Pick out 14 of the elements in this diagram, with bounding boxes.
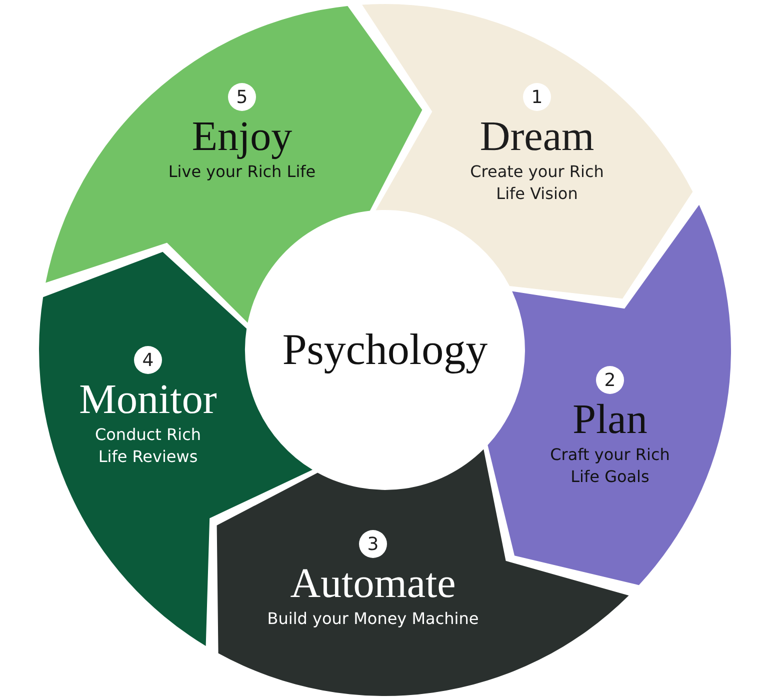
step-title: Automate bbox=[290, 560, 456, 608]
step-title: Monitor bbox=[79, 376, 217, 424]
step-title: Plan bbox=[572, 396, 648, 444]
step-description: Live your Rich Life bbox=[168, 161, 316, 183]
step-title: Dream bbox=[480, 113, 594, 161]
arrow-segment bbox=[46, 6, 422, 323]
arrow-segment bbox=[362, 4, 693, 299]
center-title: Psychology bbox=[282, 325, 488, 375]
arrow-segment bbox=[488, 204, 731, 586]
step-description: Create your Rich Life Vision bbox=[470, 161, 604, 205]
step-title: Enjoy bbox=[192, 113, 292, 161]
step-description: Craft your Rich Life Goals bbox=[549, 444, 671, 488]
step-description: Conduct Rich Life Reviews bbox=[94, 424, 202, 468]
step-description: Build your Money Machine bbox=[267, 608, 479, 630]
